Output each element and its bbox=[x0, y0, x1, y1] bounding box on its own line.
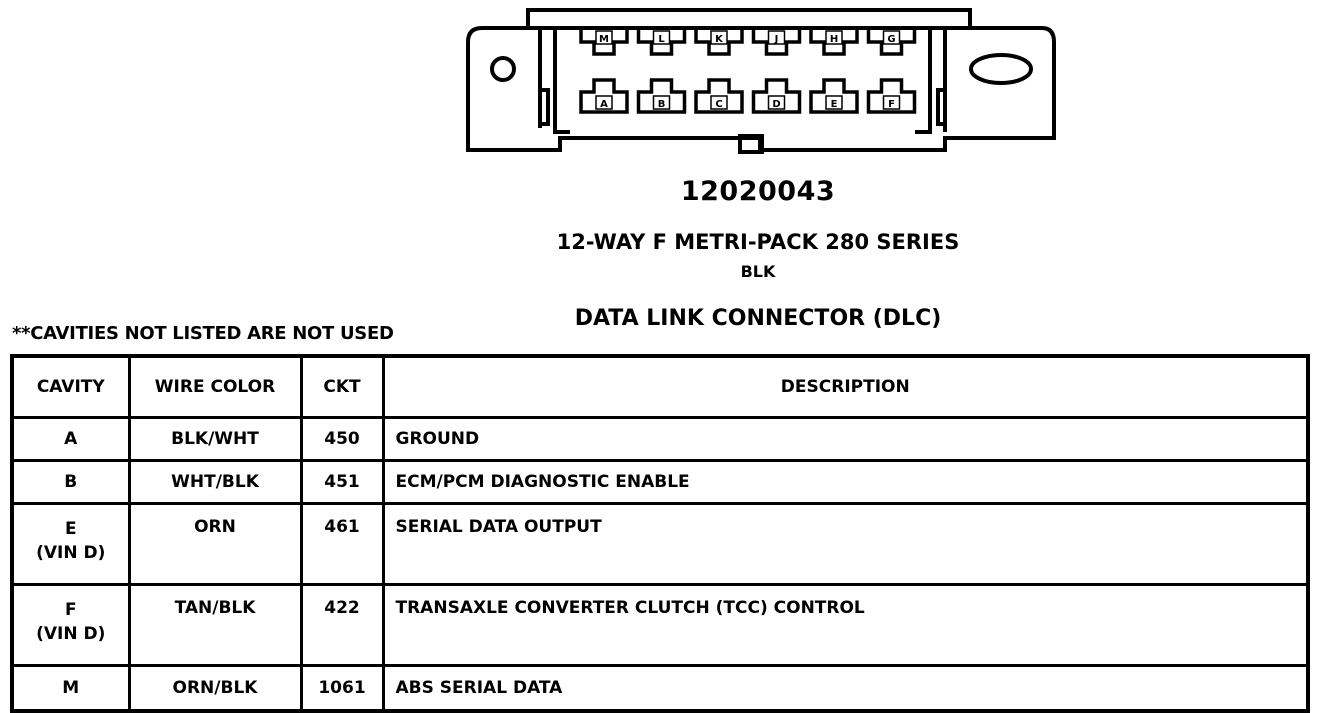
pin-cavity-f: F bbox=[866, 78, 917, 114]
header-cavity: CAVITY bbox=[10, 354, 131, 419]
connector-right-latch bbox=[936, 30, 947, 132]
pin-label: F bbox=[888, 99, 895, 110]
cell-wire-color: TAN/BLK bbox=[127, 583, 303, 667]
cavity-note: (VIN D) bbox=[36, 624, 106, 644]
table-row: A BLK/WHT 450 GROUND bbox=[10, 416, 1310, 462]
table-header-row: CAVITY WIRE COLOR CKT DESCRIPTION bbox=[10, 354, 1310, 419]
pin-label: J bbox=[774, 34, 779, 45]
pin-cavity-g: G bbox=[866, 26, 917, 56]
pin-label: A bbox=[600, 99, 608, 110]
cell-description: GROUND bbox=[381, 416, 1310, 462]
pin-cavity-d: D bbox=[751, 78, 802, 114]
connector-mount-oval bbox=[969, 53, 1033, 85]
header-description: DESCRIPTION bbox=[381, 354, 1310, 419]
pin-label: C bbox=[715, 99, 722, 110]
cavity-note: (VIN D) bbox=[36, 543, 106, 563]
pin-cavity-c: C bbox=[694, 78, 744, 114]
pin-cavity-a: A bbox=[579, 78, 629, 114]
connector-top-ridge bbox=[526, 8, 972, 28]
connector-mount-hole bbox=[490, 56, 516, 82]
cell-ckt: 1061 bbox=[299, 664, 385, 713]
cell-cavity: A bbox=[10, 416, 131, 462]
connector-key-tab bbox=[738, 134, 764, 154]
connector-drawing: M L K J H G A B C D E F bbox=[466, 8, 1056, 154]
cell-description: ECM/PCM DIAGNOSTIC ENABLE bbox=[381, 459, 1310, 505]
cell-wire-color: BLK/WHT bbox=[127, 416, 303, 462]
pin-cavity-l: L bbox=[636, 26, 687, 56]
part-number: 12020043 bbox=[680, 176, 836, 207]
pin-cavity-h: H bbox=[809, 26, 859, 56]
pin-label: K bbox=[715, 34, 724, 45]
cavity-letter: E bbox=[64, 519, 77, 539]
header-ckt: CKT bbox=[299, 354, 385, 419]
pin-label: H bbox=[830, 34, 838, 45]
cell-description: ABS SERIAL DATA bbox=[381, 664, 1310, 713]
connector-left-latch bbox=[538, 30, 550, 128]
unused-cavities-note: **CAVITIES NOT LISTED ARE NOT USED bbox=[12, 323, 394, 344]
pin-label: G bbox=[887, 34, 895, 45]
table-row: E (VIN D) ORN 461 SERIAL DATA OUTPUT bbox=[10, 502, 1310, 586]
cell-cavity: F (VIN D) bbox=[10, 583, 131, 667]
cell-ckt: 422 bbox=[299, 583, 385, 667]
cell-cavity: E (VIN D) bbox=[10, 502, 131, 586]
pin-cavity-b: B bbox=[636, 78, 687, 114]
cell-description: SERIAL DATA OUTPUT bbox=[381, 502, 1310, 586]
pin-cavity-k: K bbox=[694, 26, 744, 56]
pin-label: B bbox=[658, 99, 666, 110]
cell-cavity: M bbox=[10, 664, 131, 713]
cell-cavity: B bbox=[10, 459, 131, 505]
cell-ckt: 450 bbox=[299, 416, 385, 462]
pin-label: D bbox=[772, 99, 780, 110]
pin-label: M bbox=[599, 34, 609, 45]
connector-color: BLK bbox=[740, 262, 776, 281]
table-row: F (VIN D) TAN/BLK 422 TRANSAXLE CONVERTE… bbox=[10, 583, 1310, 667]
pin-cavity-e: E bbox=[809, 78, 859, 114]
cavity-letter: F bbox=[64, 600, 77, 620]
cell-ckt: 451 bbox=[299, 459, 385, 505]
table-row: M ORN/BLK 1061 ABS SERIAL DATA bbox=[10, 664, 1310, 713]
pinout-table: CAVITY WIRE COLOR CKT DESCRIPTION A BLK/… bbox=[10, 354, 1310, 713]
table-row: B WHT/BLK 451 ECM/PCM DIAGNOSTIC ENABLE bbox=[10, 459, 1310, 505]
cell-description: TRANSAXLE CONVERTER CLUTCH (TCC) CONTROL bbox=[381, 583, 1310, 667]
pin-label: L bbox=[658, 34, 665, 45]
connector-series: 12-WAY F METRI-PACK 280 SERIES bbox=[556, 230, 960, 254]
pin-cavity-j: J bbox=[751, 26, 802, 56]
cell-ckt: 461 bbox=[299, 502, 385, 586]
cell-wire-color: WHT/BLK bbox=[127, 459, 303, 505]
pin-label: E bbox=[831, 99, 838, 110]
pin-cavity-m: M bbox=[579, 26, 629, 56]
cell-wire-color: ORN/BLK bbox=[127, 664, 303, 713]
connector-name: DATA LINK CONNECTOR (DLC) bbox=[574, 306, 942, 331]
cell-wire-color: ORN bbox=[127, 502, 303, 586]
header-wire-color: WIRE COLOR bbox=[127, 354, 303, 419]
